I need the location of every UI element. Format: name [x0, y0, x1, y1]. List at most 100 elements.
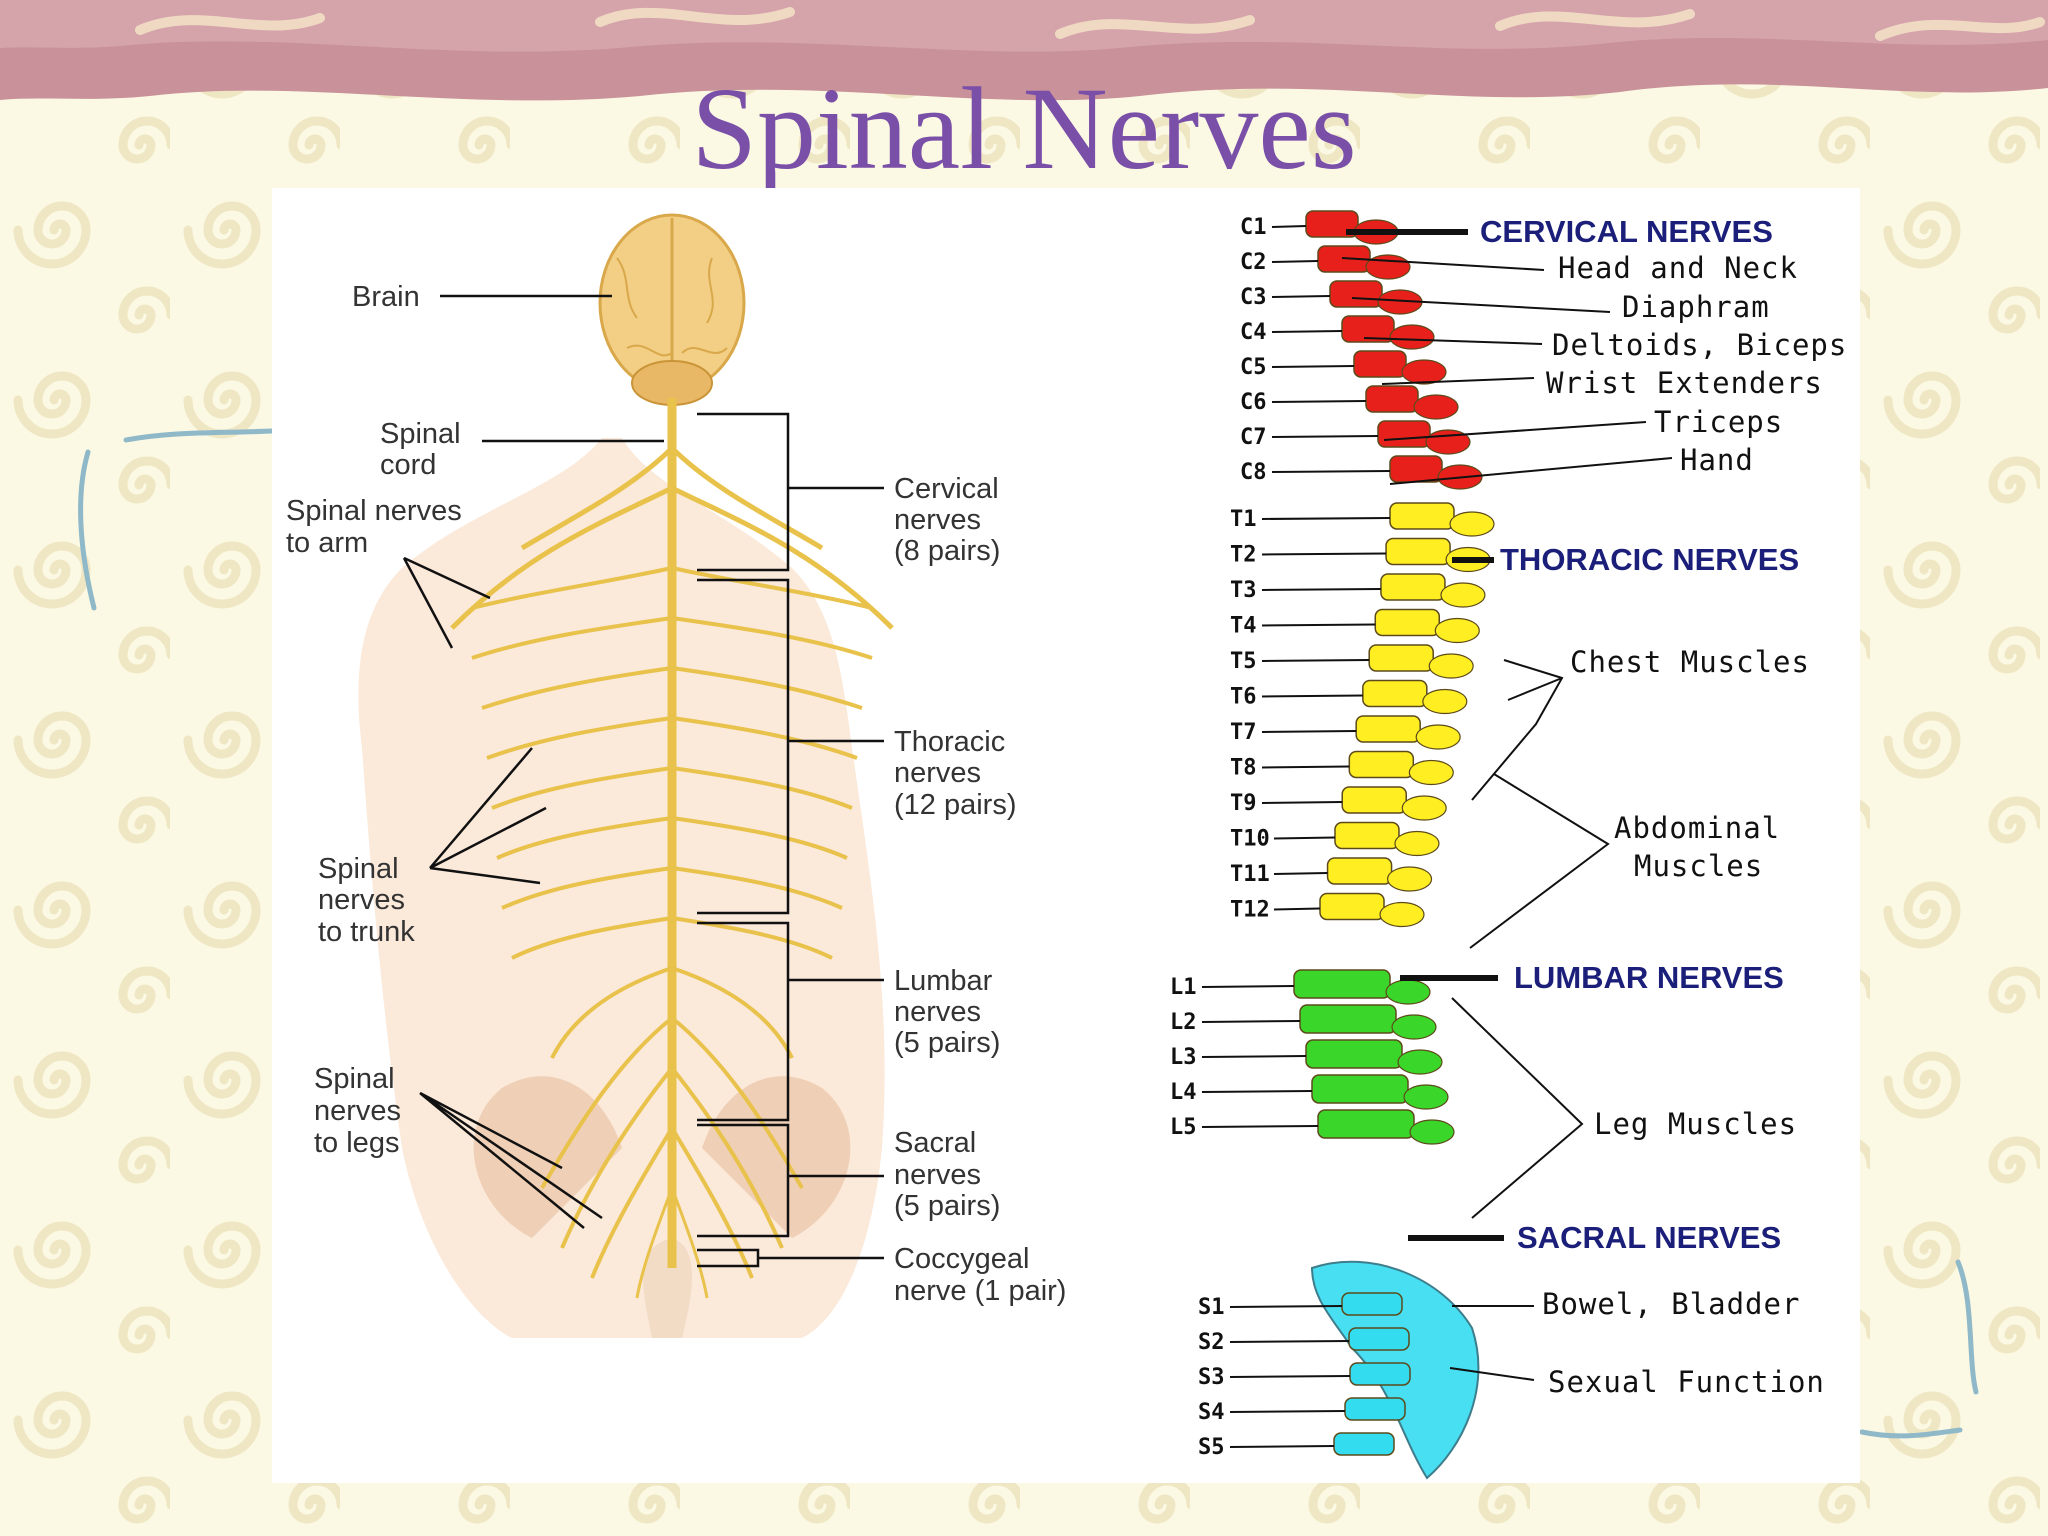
vertebra-label-t7: T7: [1230, 720, 1257, 745]
label-nerves-trunk-2: nerves: [318, 884, 405, 916]
vertebra-leader-t4: [1261, 623, 1376, 627]
label-thoracic-1: Thoracic: [894, 726, 1005, 758]
label-nerves-trunk-3: to trunk: [318, 916, 415, 948]
vertebra-label-t1: T1: [1230, 507, 1257, 532]
vertebra-label-t11: T11: [1230, 862, 1270, 887]
vertebra-leader-l4: [1201, 1090, 1313, 1093]
label-nerves-legs-3: to legs: [314, 1127, 399, 1159]
vertebra-t2: [1385, 537, 1451, 566]
heading-lumbar: LUMBAR NERVES: [1514, 960, 1784, 995]
vertebra-label-t10: T10: [1230, 827, 1270, 852]
label-cervical-3: (8 pairs): [894, 535, 1000, 567]
vertebra-s1: [1341, 1292, 1403, 1316]
vertebra-label-t9: T9: [1230, 791, 1257, 816]
vertebra-c8: [1389, 455, 1443, 483]
label-cervical-2: nerves: [894, 504, 981, 536]
vertebra-labels: C1C2C3C4C5C6C7C8T1T2T3T4T5T6T7T8T9T10T11…: [1170, 215, 1270, 1460]
label-sacral-3: (5 pairs): [894, 1190, 1000, 1222]
process-t4: [1434, 617, 1480, 644]
label-lumbar-1: Lumbar: [894, 965, 993, 997]
vertebra-c7: [1377, 420, 1431, 448]
vertebra-leader-t10: [1273, 836, 1335, 840]
heading-sacral: SACRAL NERVES: [1517, 1220, 1781, 1255]
label-coccygeal-2: nerve (1 pair): [894, 1275, 1066, 1307]
vertebra-c1: [1305, 210, 1359, 238]
vertebra-leader-c2: [1271, 260, 1319, 263]
process-c4: [1389, 324, 1435, 350]
function-deltoids-biceps: Deltoids, Biceps: [1552, 328, 1847, 362]
label-nerves-arm-1: Spinal nerves: [286, 495, 462, 527]
function-triceps: Triceps: [1654, 405, 1783, 439]
vertebra-l1: [1293, 969, 1391, 999]
process-l2: [1391, 1014, 1437, 1040]
process-t1: [1449, 511, 1495, 537]
process-t8: [1408, 759, 1454, 786]
process-t3: [1440, 582, 1486, 608]
bracket-top-left-side: [78, 449, 97, 611]
vertebra-label-t2: T2: [1230, 543, 1257, 568]
vertebra-leader-s2: [1229, 1340, 1350, 1343]
top-banner: [0, 0, 2048, 101]
function-leg-muscles: Leg Muscles: [1594, 1107, 1797, 1141]
vertebra-leader-t1: [1261, 517, 1391, 520]
heading-thoracic: THORACIC NERVES: [1500, 542, 1799, 577]
vertebra-leader-c6: [1271, 400, 1367, 403]
label-lumbar-2: nerves: [894, 996, 981, 1028]
vertebra-t10: [1334, 821, 1400, 850]
region-markers: [1346, 229, 1504, 1241]
vertebra-s4: [1344, 1397, 1406, 1421]
process-t9: [1401, 795, 1447, 821]
process-l5: [1409, 1119, 1455, 1145]
vertebra-leader-t7: [1261, 730, 1357, 733]
label-nerves-arm-2: to arm: [286, 527, 368, 559]
vertebra-label-c8: C8: [1240, 460, 1267, 485]
vertebra-c3: [1329, 280, 1383, 308]
vertebra-label-c2: C2: [1240, 250, 1267, 275]
vertebra-t8: [1348, 750, 1415, 779]
label-nerves-trunk-1: Spinal: [318, 853, 399, 885]
vertebra-c6: [1365, 385, 1419, 413]
bracket-top-left: [123, 427, 293, 443]
vertebra-leader-s5: [1229, 1445, 1335, 1448]
bracket-bottom-right-side: [1955, 1259, 1979, 1395]
label-sacral-2: nerves: [894, 1159, 981, 1191]
vertebra-leader-t6: [1261, 694, 1363, 698]
vertebra-label-c6: C6: [1240, 390, 1267, 415]
left-leader-lines: [402, 294, 884, 1268]
label-thoracic-2: nerves: [894, 757, 981, 789]
vertebra-leader-s1: [1229, 1305, 1343, 1308]
vertebra-leader-t8: [1261, 765, 1350, 769]
vertebra-s5: [1333, 1432, 1395, 1456]
function-bowel-bladder: Bowel, Bladder: [1542, 1287, 1800, 1321]
vertebra-leader-c8: [1271, 470, 1391, 473]
vertebra-label-l3: L3: [1170, 1045, 1197, 1070]
function-chest-muscles: Chest Muscles: [1570, 645, 1810, 679]
label-spinal-cord-1: Spinal: [380, 418, 461, 450]
label-thoracic-3: (12 pairs): [894, 789, 1017, 821]
label-brain: Brain: [352, 281, 420, 313]
process-t11: [1386, 866, 1433, 892]
vertebra-t9: [1341, 786, 1407, 814]
function-head-neck: Head and Neck: [1558, 251, 1798, 285]
brain-illustration: [598, 213, 746, 406]
vertebra-c4: [1341, 315, 1395, 343]
vertebra-l3: [1305, 1039, 1403, 1069]
process-c5: [1401, 359, 1447, 385]
vertebra-label-c7: C7: [1240, 425, 1267, 450]
vertebra-label-l1: L1: [1170, 975, 1197, 1000]
spinal-cord-illustration: [450, 398, 894, 1299]
heading-cervical: CERVICAL NERVES: [1480, 214, 1773, 249]
vertebra-label-s4: S4: [1198, 1400, 1225, 1425]
vertebra-leader-s3: [1229, 1375, 1351, 1378]
function-hand: Hand: [1680, 443, 1754, 477]
process-c2: [1365, 254, 1411, 280]
right-figure: C1C2C3C4C5C6C7C8T1T2T3T4T5T6T7T8T9T10T11…: [1170, 210, 1847, 1480]
vertebra-l5: [1317, 1109, 1415, 1139]
vertebra-l4: [1311, 1074, 1409, 1104]
label-lumbar-3: (5 pairs): [894, 1027, 1000, 1059]
vertebra-label-t3: T3: [1230, 578, 1257, 603]
function-sexual: Sexual Function: [1548, 1365, 1825, 1399]
vertebra-label-c4: C4: [1240, 320, 1267, 345]
vertebra-leader-l2: [1201, 1020, 1301, 1023]
vertebra-leader-t5: [1261, 659, 1370, 662]
